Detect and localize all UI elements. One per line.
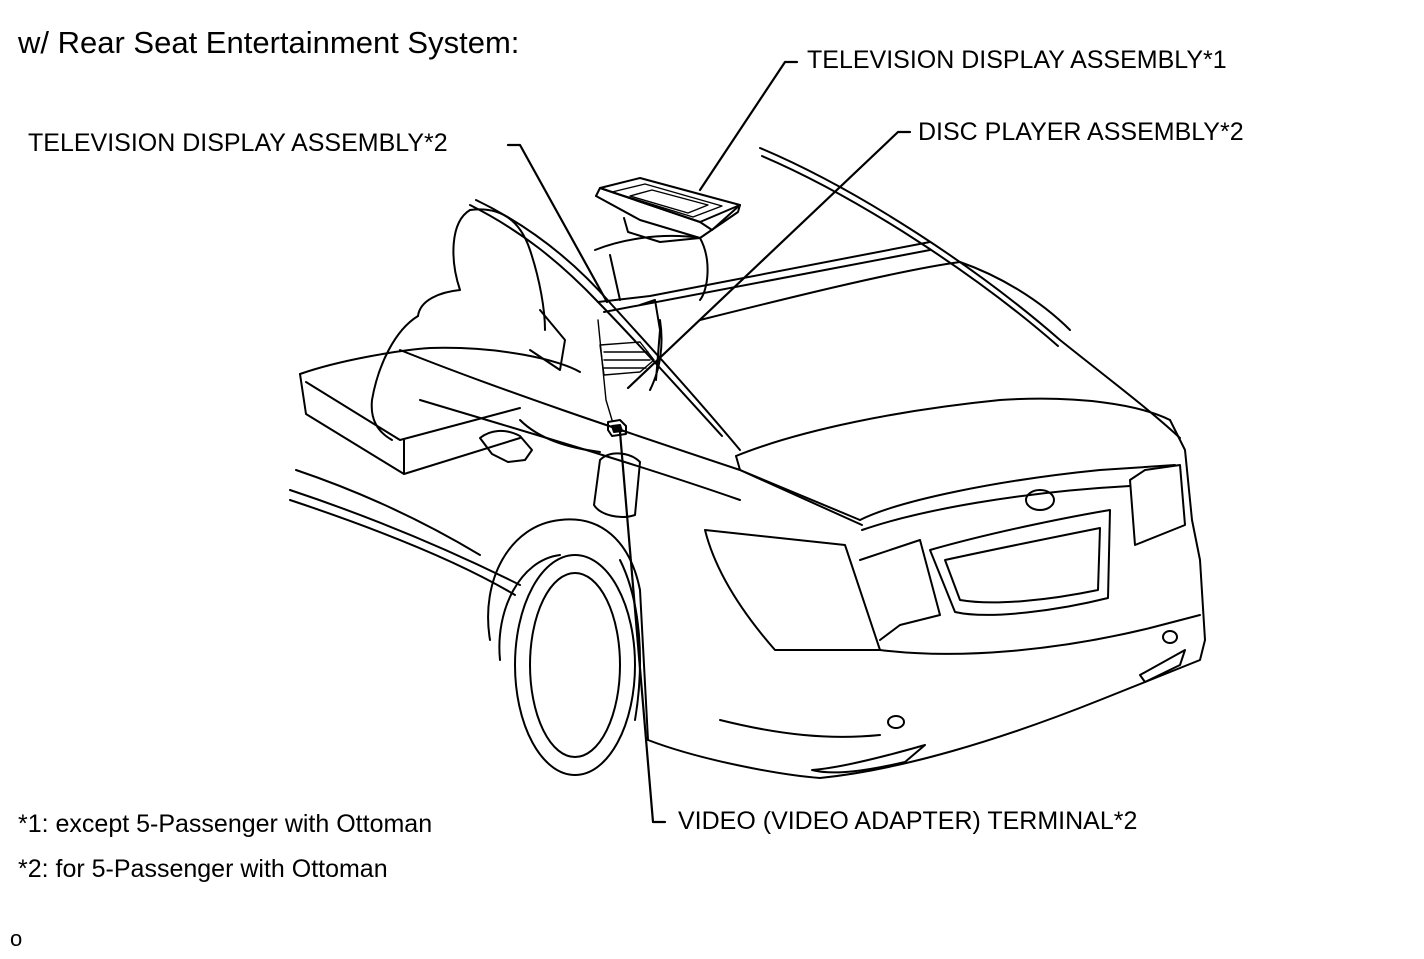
video-terminal: [607, 419, 627, 437]
leader-lines: [506, 60, 912, 824]
leader-disc-player-2: [626, 130, 912, 390]
trunk-and-rear: [647, 397, 1206, 779]
roof-and-pillars: [469, 147, 1181, 451]
callout-tv-display-1: TELEVISION DISPLAY ASSEMBLY*1: [807, 46, 1227, 74]
diagram-title: w/ Rear Seat Entertainment System:: [18, 25, 520, 60]
footnote-1: *1: except 5-Passenger with Ottoman: [18, 810, 433, 838]
callout-disc-player-2: DISC PLAYER ASSEMBLY*2: [918, 118, 1244, 146]
footnote-2: *2: for 5-Passenger with Ottoman: [18, 855, 388, 883]
image-code: o: [10, 926, 23, 951]
leader-tv-display-2: [506, 143, 609, 304]
overhead-tv-display: [595, 177, 741, 243]
leader-tv-display-1: [698, 60, 799, 192]
rear-seat: [594, 234, 709, 391]
body-side: [289, 349, 861, 596]
callout-tv-display-2: TELEVISION DISPLAY ASSEMBLY*2: [28, 129, 448, 157]
rear-wheel: [487, 518, 649, 776]
callout-video-terminal-2: VIDEO (VIDEO ADAPTER) TERMINAL*2: [678, 807, 1138, 835]
